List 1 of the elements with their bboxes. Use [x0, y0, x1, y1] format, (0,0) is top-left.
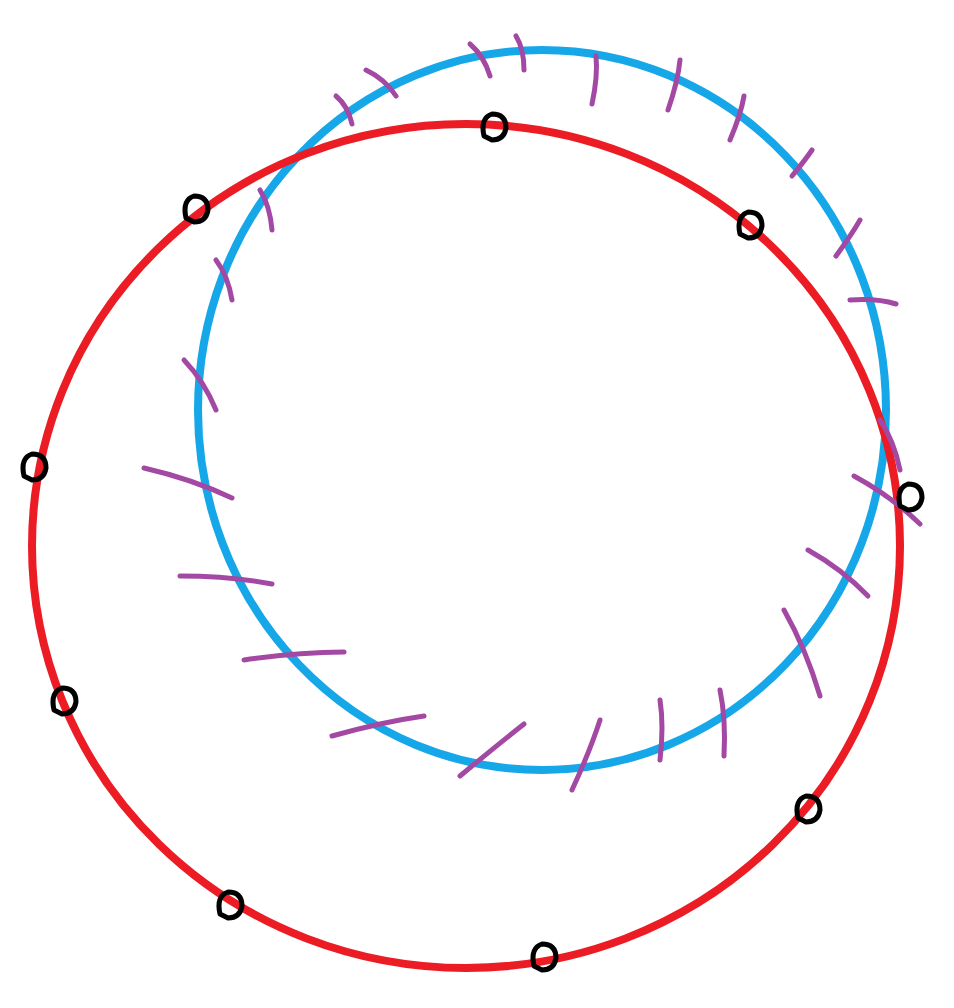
- small-circle-outline: [194, 46, 890, 774]
